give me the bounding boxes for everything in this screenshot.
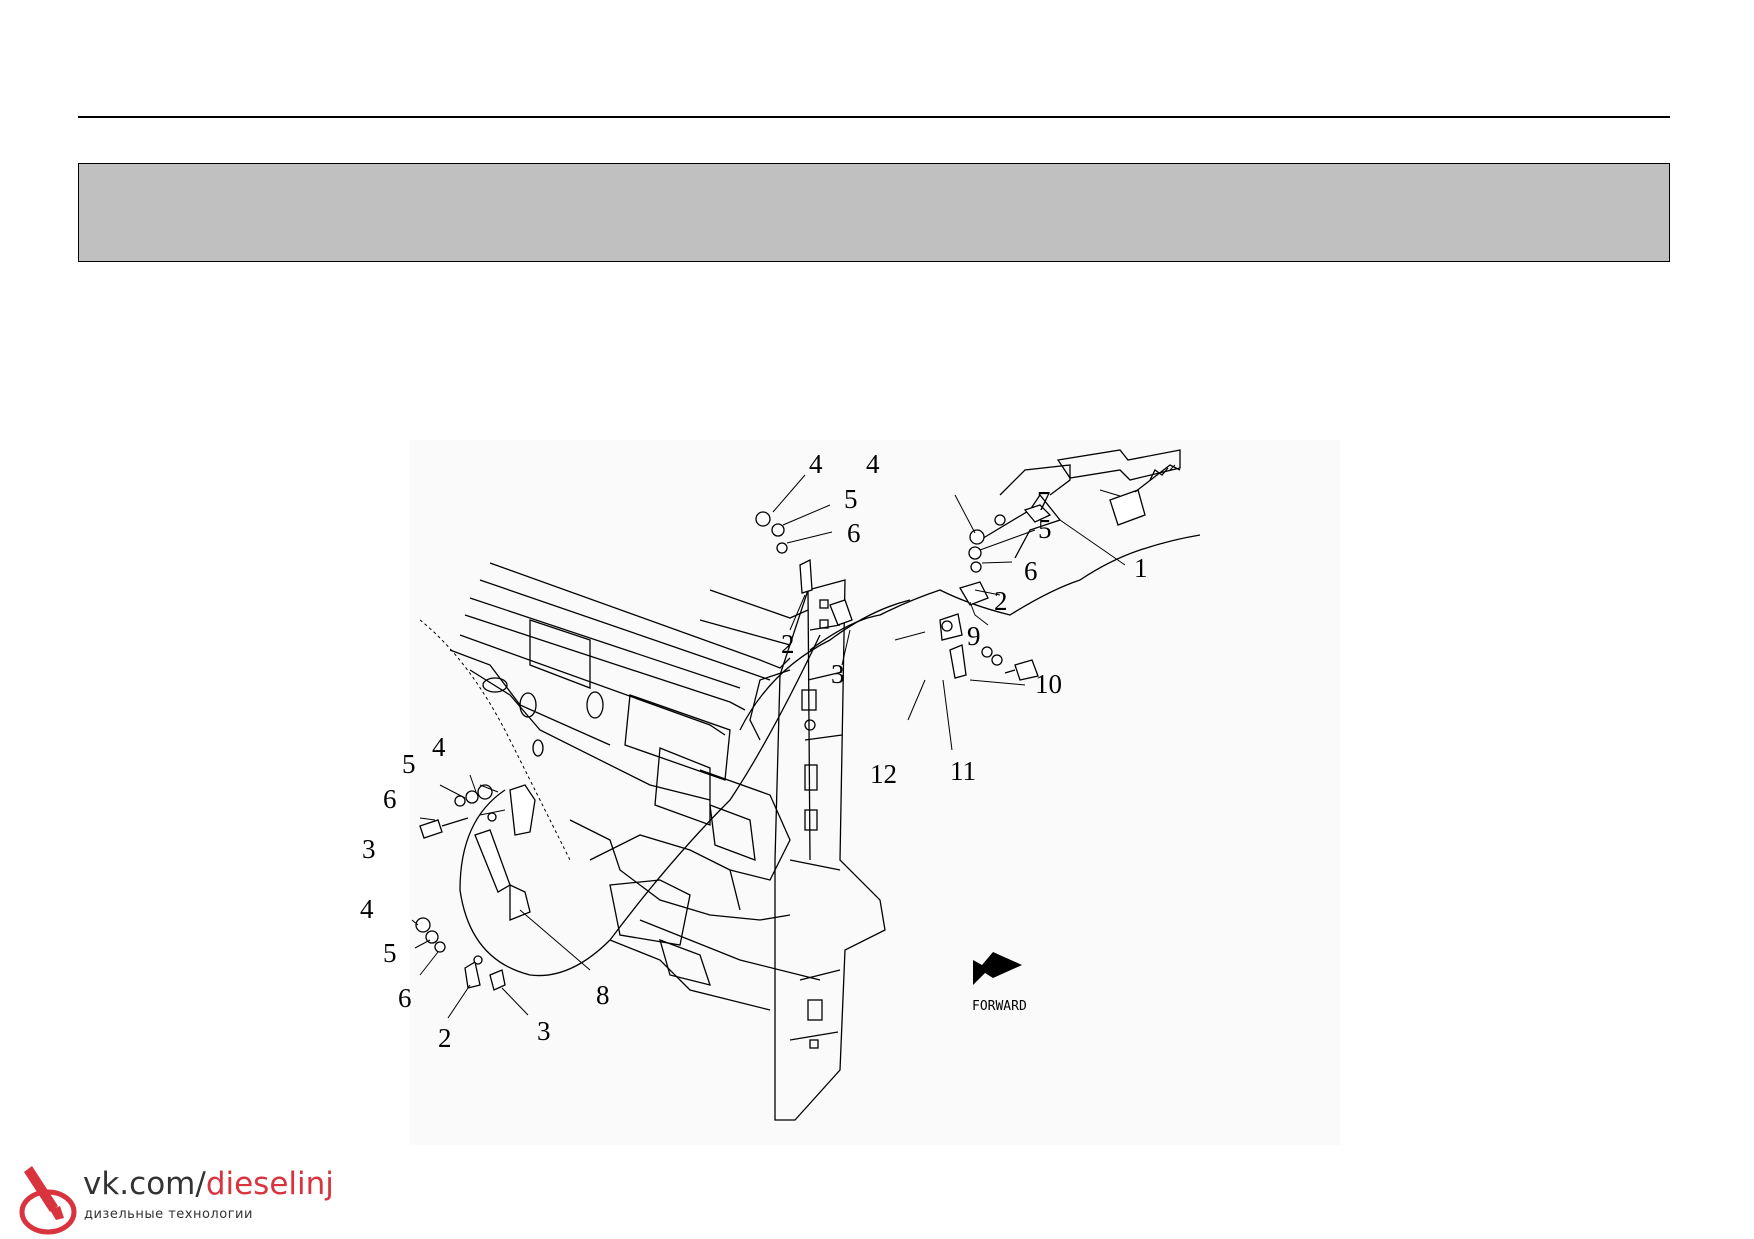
injector-logo-icon: [19, 1166, 77, 1235]
top-rule: [78, 116, 1670, 118]
callout-4: 4: [360, 894, 374, 924]
callout-4: 4: [432, 732, 446, 762]
callout-6: 6: [383, 784, 397, 814]
callout-2: 2: [438, 1023, 452, 1053]
callout-1: 1: [1134, 553, 1148, 583]
forward-label: FORWARD: [972, 999, 1027, 1014]
callout-6: 6: [1024, 556, 1038, 586]
callout-5: 5: [844, 484, 858, 514]
left-lower-hardware: [415, 917, 506, 991]
callout-6: 6: [398, 983, 412, 1013]
forward-arrow-icon: [973, 952, 1022, 985]
callout-4: 4: [809, 449, 823, 479]
watermark-site-accent: dieselinj: [205, 1166, 334, 1202]
watermark: vk.com/dieselinj дизельные технологии: [18, 1160, 334, 1238]
callout-8: 8: [596, 980, 610, 1010]
callout-2: 2: [994, 586, 1008, 616]
watermark-subtitle: дизельные технологии: [84, 1207, 253, 1222]
section-header-bar: [78, 163, 1670, 262]
callout-5: 5: [1038, 514, 1052, 544]
callout-5: 5: [383, 938, 397, 968]
center-hardware: [755, 511, 853, 626]
front-body-structure: [449, 562, 886, 1121]
watermark-site-prefix: vk.com/: [83, 1166, 206, 1202]
callout-3: 3: [537, 1016, 551, 1046]
parts-diagram-svg: FORWARD: [360, 449, 1201, 1121]
callout-6: 6: [847, 518, 861, 548]
callout-7: 7: [1037, 486, 1051, 516]
callout-3: 3: [831, 659, 845, 689]
callout-3: 3: [362, 834, 376, 864]
watermark-site[interactable]: vk.com/dieselinj: [83, 1166, 334, 1202]
leader-lines: [411, 464, 1176, 1019]
callout-5: 5: [402, 749, 416, 779]
parts-diagram: FORWARD: [360, 440, 1340, 1145]
left-upper-hardware: [419, 784, 536, 839]
right-upper-hardware: [939, 464, 1071, 681]
callout-2: 2: [781, 629, 795, 659]
callout-12: 12: [870, 759, 897, 789]
callout-9: 9: [967, 621, 981, 651]
callout-numbers: 4 5 6 2 3 4 5 6 2 9 7 1 3 12 11 10 5 4 6…: [360, 449, 1148, 1053]
top-right-bracket: [994, 449, 1181, 526]
callout-11: 11: [950, 756, 976, 786]
callout-10: 10: [1035, 669, 1062, 699]
callout-4: 4: [866, 449, 880, 479]
